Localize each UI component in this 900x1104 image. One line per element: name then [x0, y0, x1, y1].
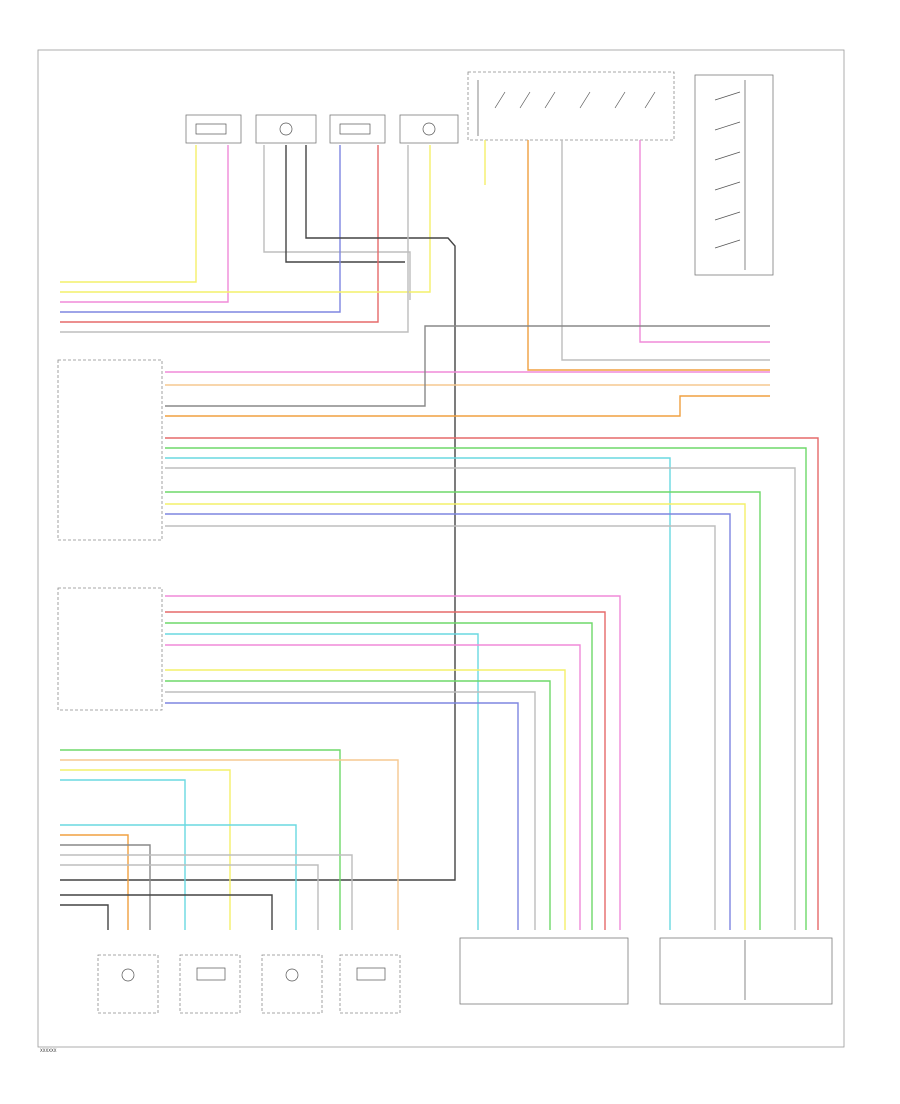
- wire-ps-6: [60, 834, 129, 930]
- wire-msm-3: [165, 622, 593, 930]
- wire-memory-switch-2: [561, 140, 770, 361]
- wire-msm-7: [165, 680, 551, 930]
- wire-memory-switch-3: [639, 140, 770, 343]
- wire-horiz: [60, 145, 431, 293]
- wire-horiz-2: [60, 145, 456, 881]
- wire-horiz-3: [60, 145, 409, 333]
- wire-ps-5: [60, 824, 297, 930]
- memory-seat-module: [57, 587, 163, 711]
- wire-msm-4: [165, 633, 479, 930]
- wire-ps-11: [60, 904, 109, 930]
- wire-ddm-12: [165, 525, 716, 930]
- wire-ps-8: [60, 854, 353, 930]
- wire-rear: [60, 145, 341, 313]
- motor-symbol: [422, 122, 436, 136]
- motor-symbol: [279, 122, 293, 136]
- wire-msm-5: [165, 644, 581, 930]
- motor-symbol: [196, 967, 226, 981]
- wire-ddm-7: [165, 457, 671, 930]
- driver-door-module: [57, 359, 163, 541]
- wire-rear-2: [60, 145, 379, 323]
- passenger-seat-motor-4: [339, 954, 401, 1014]
- mirror-switch-contacts: [714, 80, 746, 270]
- wire-layer: [60, 140, 819, 930]
- wire-msm-1: [165, 595, 621, 930]
- wire-ps-7: [60, 844, 151, 930]
- wire-ddm-5: [165, 437, 819, 930]
- wire-ps-9: [60, 864, 319, 930]
- wire-msm-6: [165, 669, 566, 930]
- driver-seat-horizontal-motor: [399, 114, 459, 144]
- wire-ddm-3: [165, 325, 770, 407]
- driver-seat-front-vertical-motor: [255, 114, 317, 144]
- wire-ps-10: [60, 894, 273, 930]
- wire-memory-switch: [527, 140, 770, 371]
- motor-symbol: [121, 968, 135, 982]
- memory-switch-assembly: [467, 71, 675, 141]
- right-outside-mirror: [659, 937, 833, 1005]
- wire-recline-2: [60, 145, 229, 303]
- wire-ddm-9: [165, 491, 761, 930]
- wire-ps-1: [60, 749, 341, 930]
- page-border: [37, 49, 845, 1048]
- motor-symbol: [285, 968, 299, 982]
- wire-msm-2: [165, 611, 606, 930]
- wire-ddm-6: [165, 447, 807, 930]
- memory-switch-contacts: [494, 91, 656, 109]
- wire-ddm-4: [165, 395, 770, 417]
- mirror-switch-assembly: [694, 74, 774, 276]
- wire-ddm-8: [165, 467, 796, 930]
- motor-symbol: [339, 123, 371, 135]
- wire-ddm-10: [165, 503, 746, 930]
- passenger-seat-motor-1: [97, 954, 159, 1014]
- top-motor-group: [185, 114, 459, 144]
- wire-ps-2: [60, 759, 399, 930]
- passenger-seat-motor-3: [261, 954, 323, 1014]
- wire-ps-3: [60, 769, 231, 930]
- motor-symbol: [356, 967, 386, 981]
- driver-seat-rear-vertical-motor: [329, 114, 386, 144]
- wire-ps-4: [60, 779, 186, 930]
- wire-recline: [60, 145, 197, 283]
- left-outside-mirror: [459, 937, 629, 1005]
- diagram-code: XXXXXX: [40, 1048, 57, 1053]
- wire-ddm-11: [165, 513, 731, 930]
- driver-seat-recline-motor: [185, 114, 242, 144]
- wire-front-2: [285, 145, 405, 263]
- wire-front: [263, 145, 411, 300]
- passenger-seat-motor-2: [179, 954, 241, 1014]
- wire-msm-9: [165, 702, 519, 930]
- wire-msm-8: [165, 691, 536, 930]
- motor-symbol: [195, 123, 227, 135]
